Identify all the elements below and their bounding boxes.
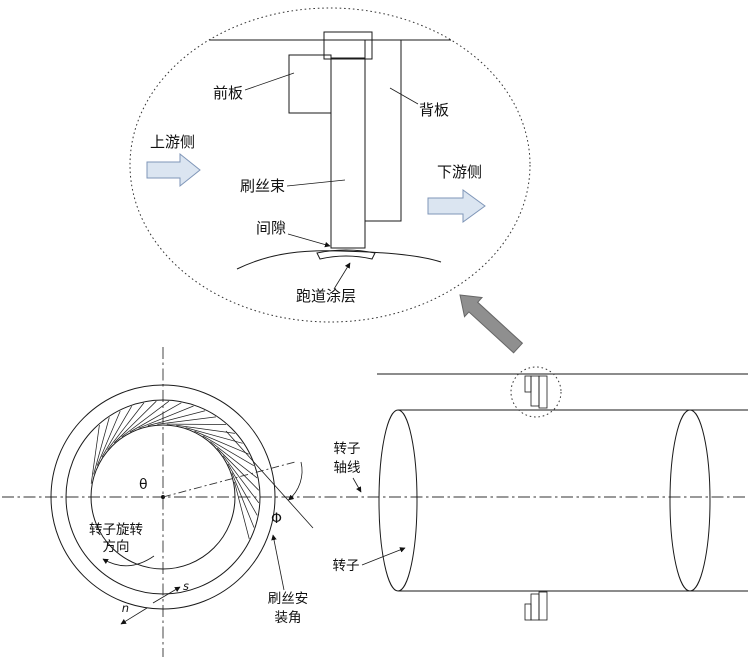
detail-boundary-ellipse [129, 7, 531, 323]
clearance-label: 间隙 [256, 219, 286, 237]
top-seal-miniature [524, 375, 548, 409]
radial-reference-line [162, 461, 296, 498]
theta-symbol: θ [139, 477, 148, 493]
front-plate [288, 54, 332, 114]
rotor-surface-line [236, 250, 442, 270]
bristle-direction-line [225, 430, 314, 529]
front-view: θ Φ 转子旋转 方向 s n 刷丝安 装角 [2, 347, 748, 657]
downstream-label: 下游侧 [437, 163, 482, 181]
rotor-axis-label-line2: 轴线 [334, 460, 361, 476]
bottom-seal-miniature [524, 591, 548, 621]
rotor-axis-arrow [352, 477, 362, 493]
phi-angle-arc [288, 461, 303, 501]
n-axis-arrow [120, 607, 148, 625]
bristle-pack [330, 57, 366, 249]
install-angle-arrow [271, 534, 285, 591]
bristle-bundle-label: 刷丝束 [240, 177, 285, 195]
back-plate-leader-line [389, 87, 419, 105]
rotation-direction-label-line1: 转子旋转 [89, 522, 143, 538]
rotor-arrow [361, 547, 406, 566]
detail-view: 前板 背板 上游侧 刷丝束 下游侧 间隙 跑道涂层 [129, 7, 531, 323]
n-axis-label: n [122, 601, 129, 615]
bristle-outer-circle [65, 399, 261, 595]
detail-source-circle [510, 366, 562, 418]
front-view-bristle-hatching [90, 400, 260, 540]
upstream-label: 上游侧 [150, 133, 195, 151]
back-plate [364, 39, 402, 222]
coating-label: 跑道涂层 [296, 287, 356, 305]
s-axis-label: s [183, 579, 189, 593]
mini-back-plate-top [538, 375, 548, 409]
runway-coating-band [316, 249, 376, 260]
downstream-flow-arrow-icon [427, 189, 486, 223]
mini-bristles-bottom [530, 593, 540, 621]
s-axis-arrow [152, 586, 181, 604]
mini-bristles-top [530, 375, 540, 407]
bristle-bore-circle [90, 424, 236, 570]
mini-front-plate-top [524, 375, 532, 393]
mini-back-plate-bottom [538, 591, 548, 621]
front-plate-leader-line [244, 72, 295, 91]
front-plate-label: 前板 [213, 84, 243, 102]
back-plate-label: 背板 [419, 101, 449, 119]
bristle-leader-line [286, 179, 346, 187]
install-angle-label-line1: 刷丝安 [268, 591, 309, 607]
phi-symbol: Φ [271, 511, 282, 527]
rotor-label: 转子 [333, 558, 360, 574]
rotation-direction-label-line2: 方向 [103, 539, 130, 555]
clearance-arrow [287, 233, 331, 248]
mini-front-plate-bottom [524, 603, 532, 621]
detail-callout-arrow-icon [459, 294, 524, 354]
seal-outer-ring-circle [50, 384, 276, 610]
coating-arrow [333, 262, 351, 290]
rotor-left-end-ellipse [378, 409, 418, 592]
install-angle-label-line2: 装角 [275, 610, 302, 626]
weld-clamp-crosshatch [323, 31, 373, 60]
rotor-right-end-ellipse [669, 409, 711, 592]
upstream-flow-arrow-icon [146, 152, 201, 188]
side-view: 转子 轴线 转子 [333, 366, 748, 621]
rotor-axis-label-line1: 转子 [334, 441, 361, 457]
rotation-direction-arrow [102, 555, 155, 567]
